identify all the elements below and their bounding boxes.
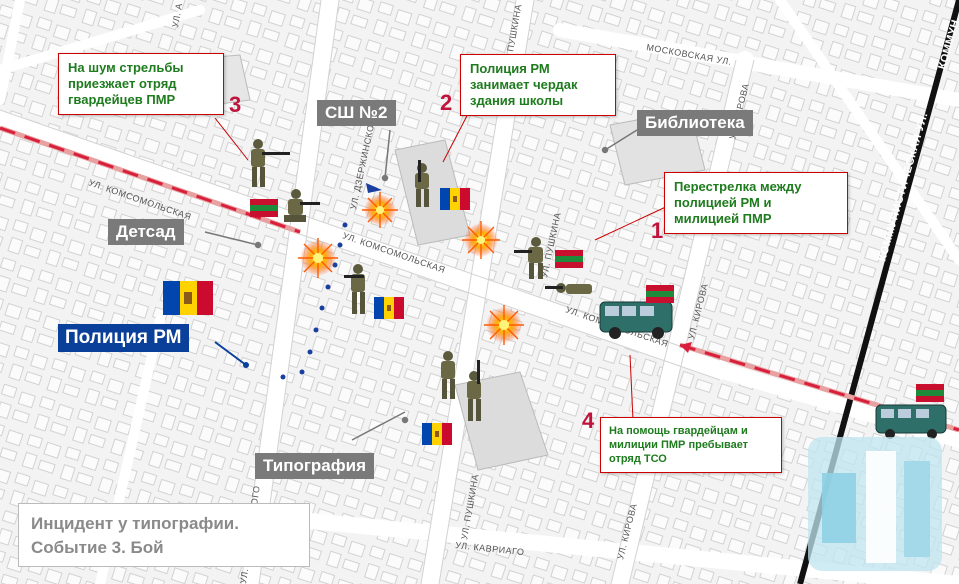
- soldier-icon: [415, 160, 429, 207]
- pmr-flag-icon: [250, 199, 278, 222]
- pmr-flag-icon: [555, 250, 583, 273]
- event-number-2: 2: [440, 90, 453, 115]
- street-moskovskaya: [553, 23, 959, 107]
- explosion-icon: [484, 305, 524, 345]
- caption-title: Инцидент у типографии.: [31, 514, 239, 533]
- soldier-icon: [284, 189, 320, 222]
- soldier-icon: [441, 351, 455, 399]
- soldier-icon: [251, 139, 290, 187]
- callout-event-2: Полиция РМ занимает чердак здания школы: [460, 54, 616, 116]
- callout-event-3: На шум стрельбы приезжает отряд гвардейц…: [58, 53, 224, 115]
- explosion-icon: [298, 238, 338, 278]
- place-label-school: СШ №2: [317, 100, 396, 126]
- soldier-icon: [514, 237, 543, 279]
- tso-van-2: [875, 404, 947, 439]
- tso-van: [599, 301, 673, 339]
- place-label-library: Библиотека: [637, 110, 753, 136]
- event-number-1: 1: [651, 218, 664, 243]
- moldova-flag-icon: [440, 188, 470, 215]
- soldier-icon: [344, 264, 365, 314]
- police-dotted-route: [280, 222, 348, 380]
- police-pointer: [214, 341, 247, 366]
- place-label-printing: Типография: [255, 453, 375, 479]
- moldova-flag-icon: [422, 423, 452, 450]
- street-kavriago: [292, 512, 959, 584]
- channel-logo-watermark: [808, 437, 942, 571]
- explosion-icon: [462, 221, 500, 259]
- moldova-flag-icon: [163, 281, 213, 320]
- explosion-icon: [362, 192, 398, 228]
- place-label-kindergarten: Детсад: [108, 219, 184, 245]
- street-kirova: [611, 51, 754, 584]
- pennant-icon: [366, 183, 382, 193]
- event-number-3: 3: [229, 92, 242, 117]
- street-dzerzhinskogo: [241, 0, 339, 584]
- incident-caption: Инцидент у типографии. Событие 3. Бой: [18, 503, 310, 567]
- soldier-icon: [467, 360, 481, 421]
- pmr-flag-icon: [916, 384, 944, 407]
- soldier-figures: [251, 139, 592, 421]
- label-pointers: [204, 129, 638, 441]
- callout-event-1: Перестрелка между полицией РМ и милицией…: [664, 172, 848, 234]
- street-label-top: УЛ. А: [170, 2, 184, 28]
- moldova-flag-icon: [374, 297, 404, 324]
- explosion-marks: [298, 192, 524, 345]
- pmr-flag-icon: [646, 285, 674, 308]
- caption-subtitle: Событие 3. Бой: [31, 538, 164, 557]
- callout-event-4: На помощь гвардейцам и милиции ПМР пребы…: [600, 417, 782, 473]
- callout-leaders: [214, 109, 671, 421]
- soldier-icon: [545, 283, 592, 294]
- police-rm-label: Полиция РМ: [58, 324, 189, 352]
- event-number-4: 4: [582, 408, 595, 433]
- route-arrow: [680, 342, 692, 353]
